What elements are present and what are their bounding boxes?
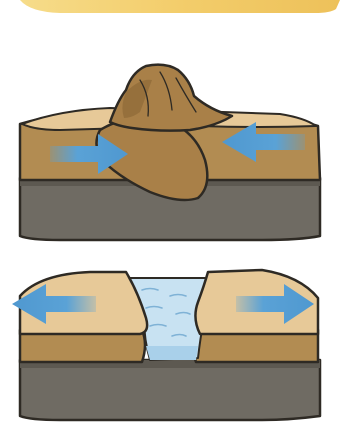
divergent-panel (12, 270, 320, 420)
rift-gap (146, 346, 198, 360)
banner-strip (20, 0, 340, 13)
mantle-block-2 (20, 360, 320, 420)
convergent-panel (20, 65, 320, 240)
